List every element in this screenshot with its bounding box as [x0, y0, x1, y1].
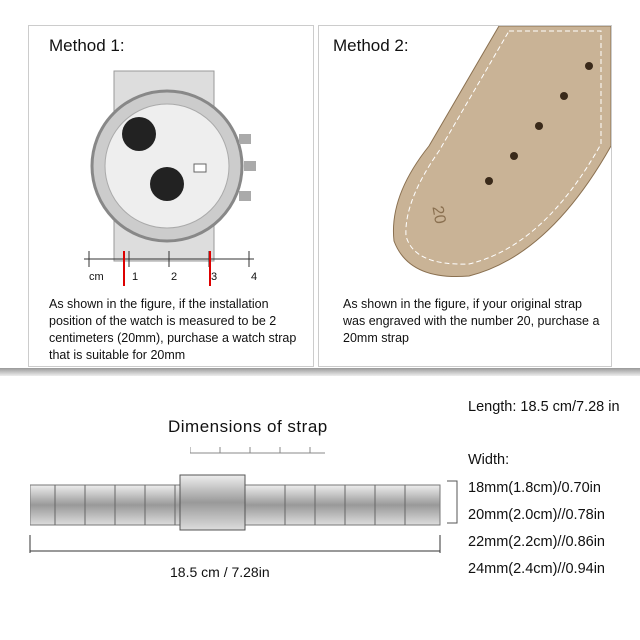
method-1-title: Method 1: — [49, 36, 125, 55]
length-dimension-line — [29, 535, 441, 553]
spec-width-option: 18mm(1.8cm)/0.70in — [468, 480, 601, 496]
method-2-panel: Method 2: 20 As shown in the figure, if … — [318, 25, 612, 367]
ruler — [84, 251, 254, 286]
length-label: 18.5 cm / 7.28in — [170, 564, 270, 580]
ruler-label: 1 — [132, 271, 139, 283]
small-ruler — [190, 447, 325, 454]
method-2-title: Method 2: — [333, 36, 409, 55]
ruler-label: 4 — [251, 271, 258, 283]
spec-width-option: 24mm(2.4cm)//0.94in — [468, 561, 605, 577]
ruler-label: 3 — [211, 271, 218, 283]
ruler-label: 2 — [171, 271, 178, 283]
spec-width-option: 20mm(2.0cm)//0.78in — [468, 507, 605, 523]
ruler-unit: cm — [89, 271, 104, 283]
method-1-panel: Method 1: cm 1 2 3 4 As shown in the fig… — [28, 25, 314, 367]
divider-shadow — [0, 368, 640, 376]
watch-illustration — [90, 70, 256, 262]
leather-strap-illustration — [392, 26, 611, 278]
width-bracket — [447, 480, 458, 524]
method-2-description: As shown in the figure, if your original… — [343, 297, 600, 345]
dimensions-title: Dimensions of strap — [168, 417, 328, 436]
spec-length: Length: 18.5 cm/7.28 in — [468, 399, 620, 415]
method-1-description: As shown in the figure, if the installat… — [49, 297, 297, 362]
metal-bracelet-illustration — [30, 474, 441, 531]
spec-width-option: 22mm(2.2cm)//0.86in — [468, 534, 605, 550]
spec-width-title: Width: — [468, 452, 510, 468]
strap-engraving: 20 — [428, 204, 449, 226]
